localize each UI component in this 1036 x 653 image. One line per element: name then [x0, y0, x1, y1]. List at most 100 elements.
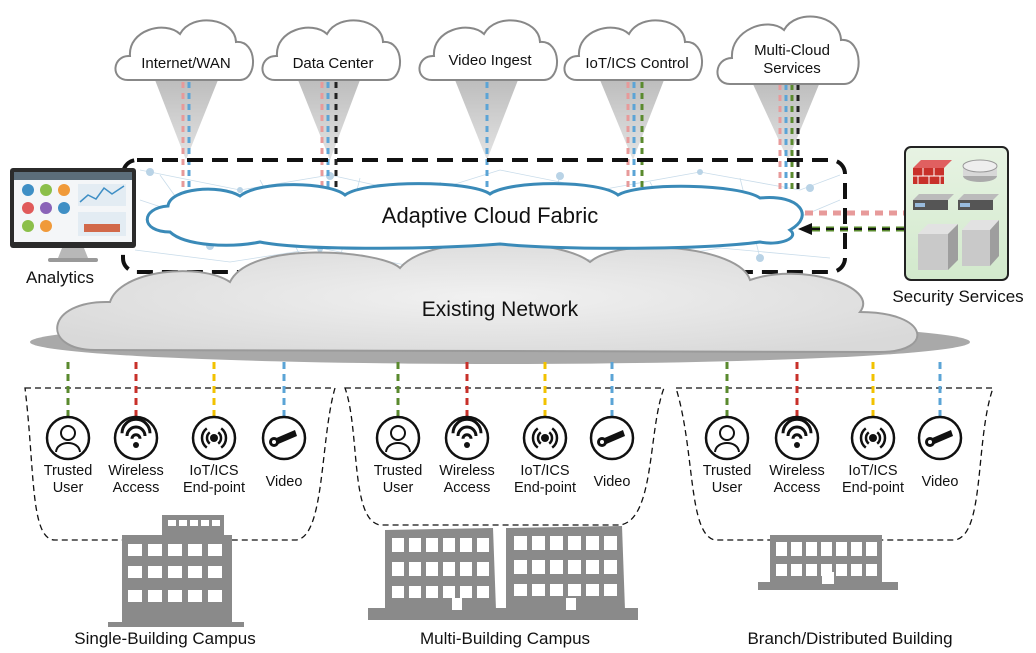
adaptive-cloud-fabric: [145, 182, 804, 250]
window: [851, 542, 862, 556]
window: [409, 586, 421, 598]
existing-network-cloud: [30, 241, 970, 364]
door: [566, 598, 576, 610]
window: [836, 564, 847, 576]
window: [604, 560, 617, 574]
wifi-icon: [444, 415, 490, 461]
window: [392, 562, 404, 576]
iot-signal-icon: [522, 415, 568, 461]
endpoint-label-line1: IoT/ICS: [189, 463, 239, 479]
endpoint-label-line1: Wireless: [439, 463, 495, 479]
window: [806, 564, 817, 576]
window: [568, 536, 581, 550]
endpoint-label-line2: Access: [773, 480, 821, 496]
window: [208, 590, 222, 602]
endpoint-label-line1: Video: [593, 474, 631, 490]
window: [208, 544, 222, 556]
window: [866, 542, 877, 556]
window: [201, 520, 209, 526]
window: [168, 590, 182, 602]
window: [148, 590, 162, 602]
window: [128, 544, 142, 556]
window: [806, 542, 817, 556]
cloud-label-multi-cloud: Multi-Cloud Services: [730, 42, 854, 78]
window: [409, 562, 421, 576]
cloud-multi-cloud-services: [716, 15, 860, 85]
window: [568, 560, 581, 574]
window: [568, 584, 581, 596]
endpoint-label-line2: Access: [443, 480, 491, 496]
window: [392, 586, 404, 598]
window: [426, 562, 438, 576]
window: [426, 538, 438, 552]
window: [477, 562, 489, 576]
cloud-label-data-center: Data Center: [292, 55, 374, 72]
window: [188, 544, 202, 556]
window: [128, 566, 142, 578]
window: [586, 536, 599, 550]
router-icon: [962, 159, 998, 182]
server-icon: [918, 224, 958, 270]
site-boundary-single: [24, 387, 336, 541]
cloud-label-iot-ics-control: IoT/ICS Control: [585, 55, 689, 72]
cloud-label-multi-cloud-line2: Services: [763, 60, 821, 77]
wifi-icon: [113, 415, 159, 461]
window: [148, 544, 162, 556]
endpoint-label-line2: End-point: [513, 480, 577, 496]
endpoint-label-line2: End-point: [841, 480, 905, 496]
fabric-label: Adaptive Cloud Fabric: [381, 203, 599, 228]
window: [550, 584, 563, 596]
cloud-label-multi-cloud-line1: Multi-Cloud: [754, 42, 830, 59]
door: [822, 572, 834, 584]
window: [776, 542, 787, 556]
window: [514, 536, 527, 550]
window: [514, 584, 527, 596]
iot-signal-icon: [191, 415, 237, 461]
window: [866, 564, 877, 576]
endpoint-label-line2: User: [382, 480, 414, 496]
endpoint-label-line1: Trusted: [702, 463, 752, 479]
endpoint-links: [66, 362, 942, 416]
endpoint-label-line1: Video: [921, 474, 959, 490]
endpoint-label: Video: [244, 474, 324, 491]
window: [208, 566, 222, 578]
window: [532, 560, 545, 574]
endpoint-label-line1: Trusted: [43, 463, 93, 479]
endpoint-label-line1: Trusted: [373, 463, 423, 479]
site-label-multi-building: Multi-Building Campus: [419, 629, 591, 648]
camera-icon: [261, 415, 307, 461]
window: [550, 560, 563, 574]
appliance-icon: [958, 194, 999, 210]
user-icon: [45, 415, 91, 461]
analytics-label: Analytics: [26, 268, 95, 287]
endpoint-label-line2: End-point: [182, 480, 246, 496]
endpoint-label-line1: Video: [265, 474, 303, 490]
security-services-box: [904, 146, 1009, 281]
cloud-iot-ics-control: [563, 19, 703, 81]
site-label-single-building: Single-Building Campus: [74, 629, 256, 648]
door: [452, 598, 462, 610]
window: [188, 590, 202, 602]
user-icon: [375, 415, 421, 461]
window: [586, 560, 599, 574]
window: [791, 542, 802, 556]
window: [586, 584, 599, 596]
cloud-links: [181, 82, 800, 190]
window: [128, 590, 142, 602]
window: [776, 564, 787, 576]
window: [532, 536, 545, 550]
window: [179, 520, 187, 526]
window: [460, 586, 472, 598]
endpoint-label: Video: [900, 474, 980, 491]
window: [168, 566, 182, 578]
appliance-icon: [913, 194, 954, 210]
site-boundary-branch: [675, 387, 994, 541]
window: [851, 564, 862, 576]
window: [443, 562, 455, 576]
cloud-label-video-ingest: Video Ingest: [448, 52, 532, 69]
